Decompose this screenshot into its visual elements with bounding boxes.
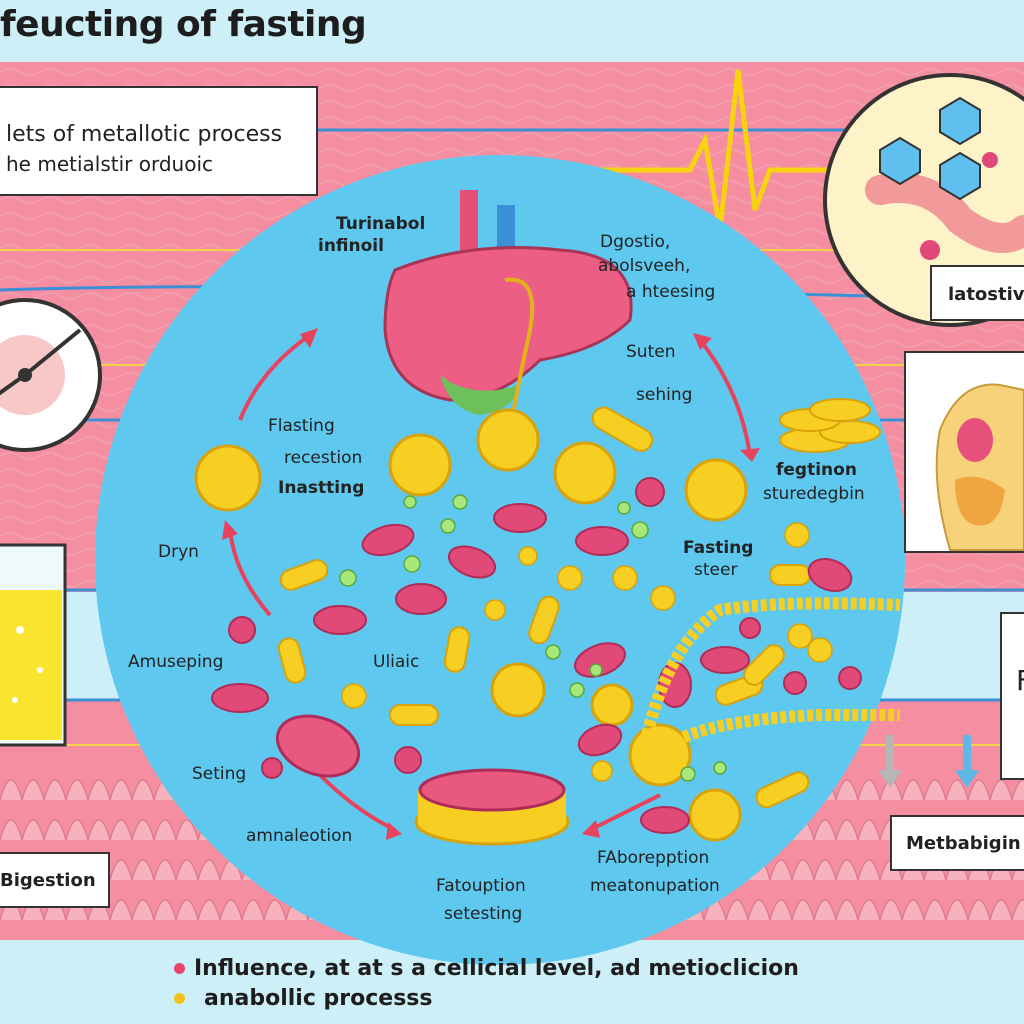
heartbeat-line (560, 69, 900, 231)
label-recestion: recestion (284, 448, 363, 468)
label-sturedegbin: sturedegbin (763, 484, 865, 504)
molecule-circle (823, 73, 1024, 327)
label-dryn: Dryn (158, 542, 199, 562)
glass-icon (0, 543, 67, 747)
legend-dot-yellow (174, 993, 185, 1004)
label-hteesing: a hteesing (626, 282, 716, 302)
label-uliaic: Uliaic (373, 652, 420, 672)
digestion-label: Bigestion (0, 870, 96, 891)
metabolic-process-line1: lets of metallotic process (6, 122, 283, 147)
label-seting: Seting (192, 764, 247, 784)
metabolic-process-box: lets of metallotic process he metialstir… (0, 86, 318, 196)
label-faborepption: FAborepption (597, 848, 710, 868)
metabolic-label: Metbabigin (906, 833, 1021, 854)
label-sehing: sehing (636, 385, 693, 405)
label-amuseping: Amuseping (128, 652, 224, 672)
metabolic-box: Metbabigin (890, 815, 1024, 871)
label-inastting: Inastting (278, 478, 365, 498)
metabolic-process-line2: he metialstir orduoic (6, 152, 214, 176)
legend-item-0: Influence, at at s a cellicial level, ad… (194, 956, 799, 981)
human-body-icon (904, 351, 1024, 553)
label-fatouption: Fatouption (436, 876, 526, 896)
label-fegtinon: fegtinon (776, 460, 857, 480)
label-dgostio: Dgostio, (600, 232, 671, 252)
latostiv-label: latostiv (948, 284, 1024, 305)
page-title: feucting of fasting (0, 4, 367, 45)
label-fasting: Fasting (683, 538, 754, 558)
label-meatonpation: meatonupation (590, 876, 720, 896)
digestion-box: Bigestion (0, 852, 110, 908)
label-flasting: Flasting (268, 416, 335, 436)
label-suten: Suten (626, 342, 676, 362)
label-turinabol: Turinabol (336, 214, 426, 234)
down-arrows (878, 735, 979, 788)
legend-dot-pink (174, 963, 185, 974)
label-infinoil: infinoil (318, 236, 384, 256)
latostiv-box: latostiv (930, 265, 1024, 321)
cell-pad (414, 768, 570, 846)
label-setesting: setesting (444, 904, 523, 924)
label-amnaleotion: amnaleotion (246, 826, 353, 846)
right-edge-label: F (1016, 664, 1024, 697)
clock-icon (0, 298, 102, 452)
chain-molecule (634, 597, 901, 771)
label-abolsveeh: abolsveeh, (598, 256, 691, 276)
label-steer: steer (694, 560, 738, 580)
right-edge-box: F (1000, 612, 1024, 780)
legend-item-1: anabollic processs (204, 986, 433, 1011)
liver-icon (383, 190, 633, 431)
